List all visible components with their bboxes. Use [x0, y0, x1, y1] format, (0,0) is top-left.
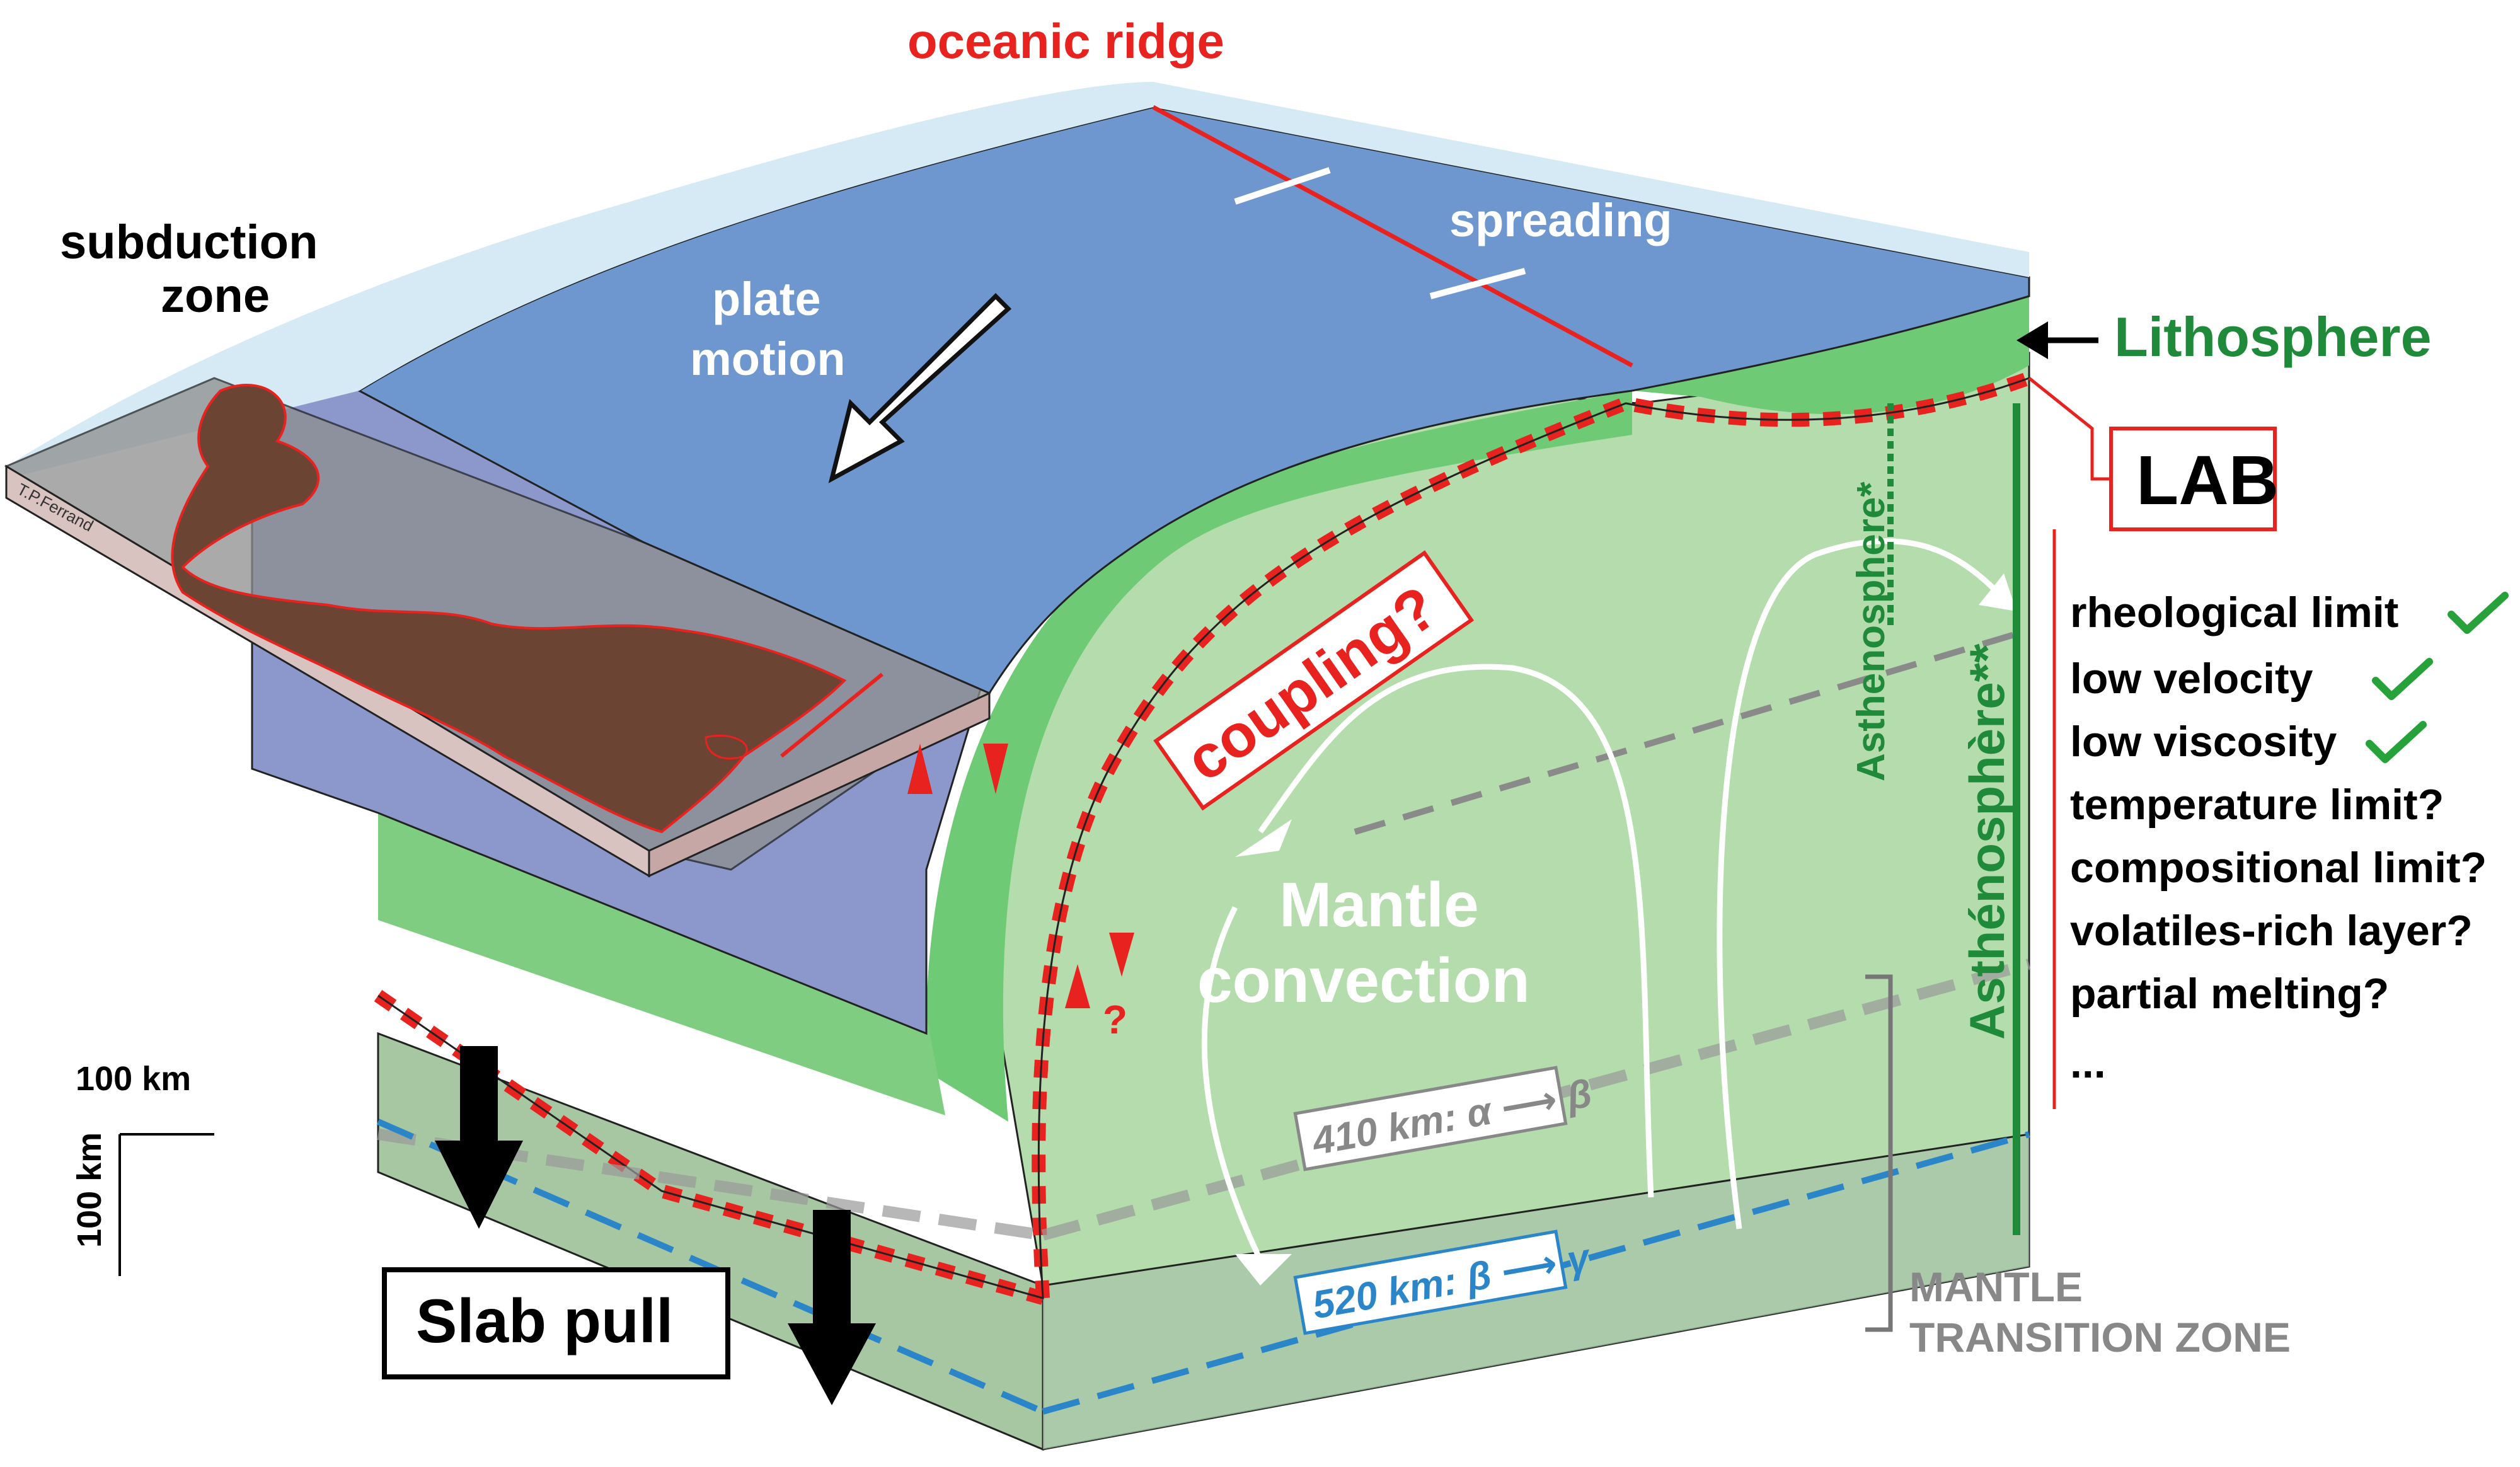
convection-arrowhead-up [1979, 573, 2017, 611]
convection-arrow-up [1717, 538, 2006, 1229]
lithosphere-left-layer [378, 813, 945, 1115]
shear-arrows [907, 744, 1134, 1008]
scale-vertical-label: 100 km [71, 1132, 108, 1248]
plate-motion-label-line2: motion [690, 333, 846, 385]
mantle-convection-line2: convection [1197, 945, 1530, 1016]
plate-motion-arrow [828, 293, 1012, 483]
lab-criterion: temperature limit? [2070, 781, 2444, 829]
subduction-label-line2: zone [161, 269, 270, 323]
lab-criterion: low viscosity [2070, 718, 2337, 766]
continent-island [705, 734, 748, 760]
ridge-sky-band [1153, 82, 2029, 277]
lithosphere-label: Lithosphere [2114, 306, 2432, 368]
mtz-bracket [1865, 974, 1893, 1332]
asthenosphere-label-2: Asthénosphère** [1959, 643, 2015, 1040]
shear-question-mark: ? [1103, 997, 1127, 1042]
spreading-arrows [1234, 167, 1526, 299]
asthenosphere-label-1: Asthenosphere* [1850, 481, 1893, 781]
lab-label: LAB [2136, 442, 2279, 519]
lab-criteria-list: rheological limit low velocity low visco… [2070, 589, 2487, 1087]
lab-box [2109, 427, 2277, 531]
ridge-axis [1152, 105, 1633, 368]
lithosphere-front-layer [926, 391, 1632, 1122]
transition-520-box [1293, 1229, 1568, 1335]
lab-gray-dashed-1 [1354, 627, 2030, 835]
lab-pointer-line [2028, 377, 2111, 481]
slab-pull-box [382, 1267, 730, 1379]
subduction-label-line1: subduction [60, 216, 318, 269]
spreading-label: spreading [1449, 194, 1672, 246]
check-icons [2366, 592, 2509, 763]
convection-arrowhead-down [1235, 1254, 1292, 1286]
convection-arrowhead-outer [1235, 819, 1292, 857]
slab-pull-label: Slab pull [416, 1286, 673, 1355]
overriding-plate-side [648, 691, 991, 878]
scale-horizontal-label: 100 km [76, 1060, 191, 1098]
continent-landmass [171, 384, 847, 834]
lab-criterion: low velocity [2070, 655, 2313, 703]
lab-criterion: rheological limit [2070, 589, 2398, 636]
lab-criterion: volatiles-rich layer? [2070, 907, 2473, 955]
lab-boundary-inner [377, 377, 2030, 1300]
oceanic-ridge-label: oceanic ridge [907, 13, 1224, 69]
ocean-sky-band [6, 82, 1153, 479]
lithosphere-pointer [2017, 321, 2098, 359]
check-icon [2372, 658, 2433, 700]
ocean-plate-surface [357, 106, 2030, 694]
coupling-box [1153, 550, 1475, 811]
trench-line [780, 672, 883, 758]
lab-criterion: ... [2070, 1039, 2106, 1087]
mtz-label-line1: MANTLE [1909, 1263, 2083, 1310]
lab-criterion: compositional limit? [2070, 844, 2487, 892]
check-icon [2366, 721, 2427, 763]
mtz-label-line2: TRANSITION ZONE [1909, 1314, 2291, 1361]
mantle-convection-line1: Mantle [1279, 870, 1479, 940]
plate-motion-label-line1: plate [712, 273, 821, 325]
scale-bar [118, 1133, 214, 1276]
slab-pull-arrows [435, 1046, 876, 1405]
convection-arrow-outer [1258, 664, 1654, 1198]
convection-arrow-down [1201, 906, 1270, 1275]
check-icon [2448, 592, 2509, 634]
transition-410-box [1293, 1066, 1568, 1171]
lab-criterion: partial melting? [2070, 970, 2389, 1018]
